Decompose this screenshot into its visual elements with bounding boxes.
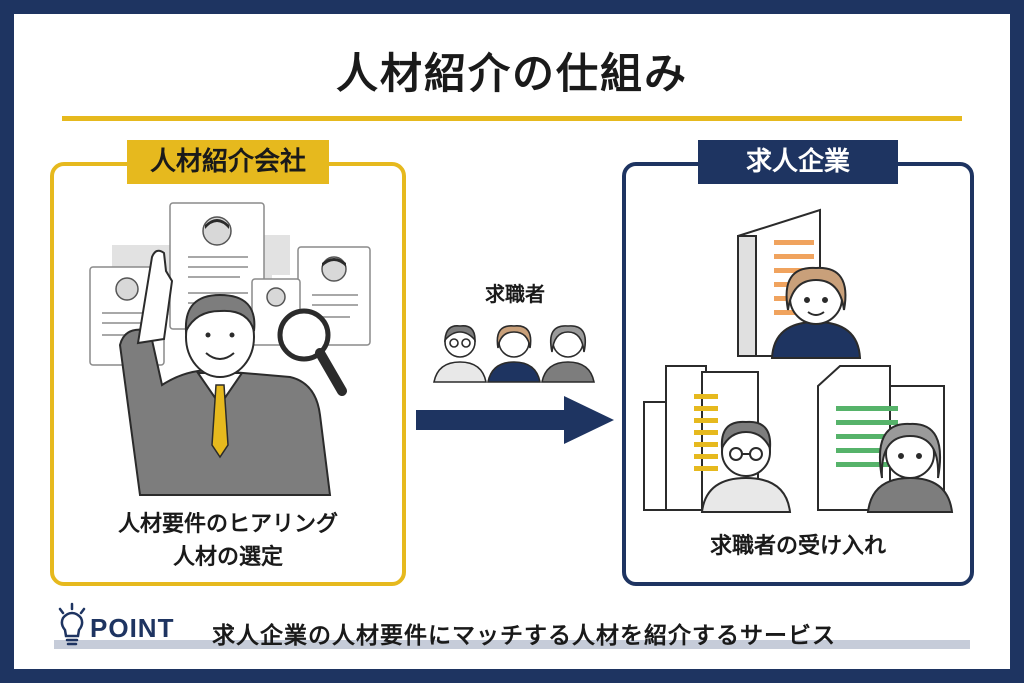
company-tag: 求人企業 <box>698 140 898 184</box>
arrow-right-icon <box>416 396 614 444</box>
company-illustration <box>643 208 954 513</box>
point-underline <box>54 640 970 649</box>
jobseeker-figures <box>433 324 595 383</box>
point-text: 求人企業の人材要件にマッチする人材を紹介するサービス <box>212 623 836 649</box>
agency-caption-line-2: 人材の選定 <box>172 545 283 570</box>
company-caption: 求職者の受け入れ <box>709 534 886 559</box>
jobseeker-label: 求職者 <box>485 282 545 306</box>
point-label: POINT <box>90 613 175 643</box>
agency-caption: 人材要件のヒアリング 人材の選定 <box>54 508 402 574</box>
title-underline <box>62 116 962 121</box>
page-title: 人材紹介の仕組み <box>335 49 688 98</box>
magnifier-icon <box>277 308 347 396</box>
lightbulb-icon <box>58 602 86 646</box>
agency-tag: 人材紹介会社 <box>127 140 329 184</box>
agency-caption-line-1: 人材要件のヒアリング <box>117 512 338 537</box>
agency-illustration <box>89 202 371 496</box>
